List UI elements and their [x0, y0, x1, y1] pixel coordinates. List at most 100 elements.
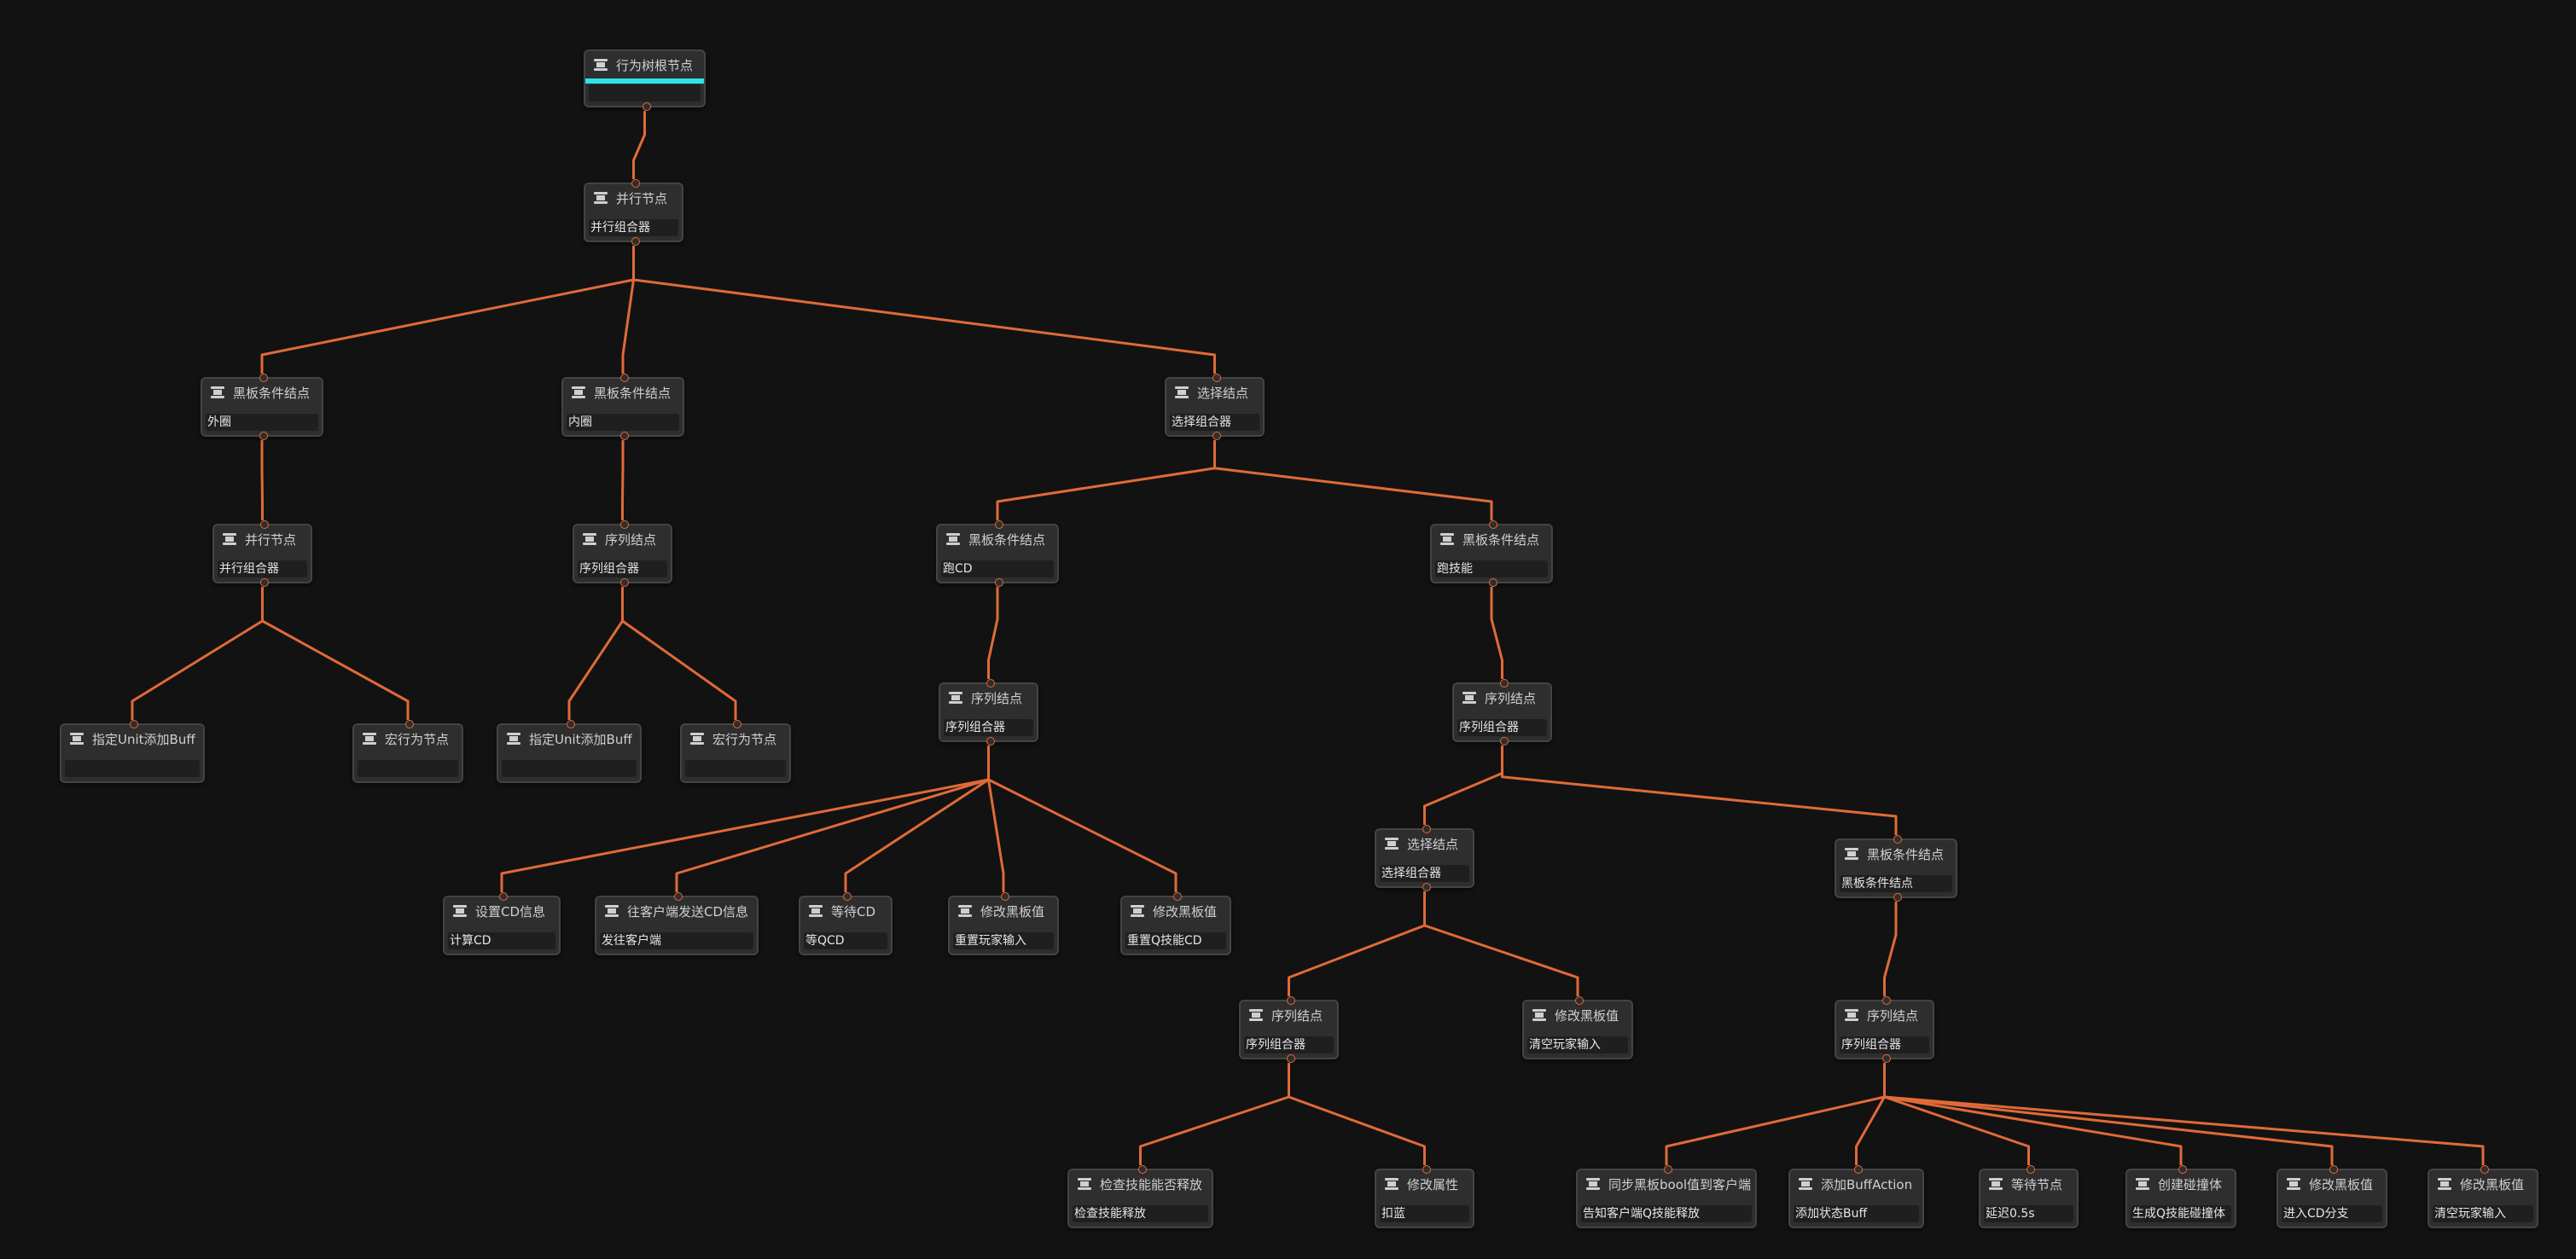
node-value-field[interactable]: 选择组合器: [1380, 865, 1469, 882]
node-value-field[interactable]: 外圈: [206, 414, 318, 431]
tree-node-mod-bb-clear1[interactable]: 修改黑板值清空玩家输入: [1522, 996, 1633, 1059]
node-value-field[interactable]: 序列组合器: [1457, 719, 1547, 736]
input-port[interactable]: [733, 720, 741, 728]
node-value-field[interactable]: 并行组合器: [218, 560, 307, 577]
output-port[interactable]: [986, 737, 995, 746]
output-port[interactable]: [995, 578, 1003, 587]
input-port[interactable]: [1893, 835, 1902, 844]
node-value-field[interactable]: 序列组合器: [1244, 1036, 1334, 1053]
output-port[interactable]: [1212, 432, 1221, 440]
output-port[interactable]: [619, 578, 629, 587]
node-value-field[interactable]: 生成Q技能碰撞体: [2131, 1205, 2231, 1222]
input-port[interactable]: [1575, 996, 1584, 1005]
node-value-field[interactable]: 等QCD: [804, 932, 887, 949]
node-value-field[interactable]: 进入CD分支: [2282, 1205, 2382, 1222]
node-value-field[interactable]: 告知客户端Q技能释放: [1581, 1205, 1752, 1222]
node-value-field[interactable]: 扣蓝: [1380, 1205, 1469, 1222]
tree-node-bb-run-skill[interactable]: 黑板条件结点跑技能: [1430, 520, 1553, 587]
output-port[interactable]: [1881, 1054, 1891, 1063]
node-value-field[interactable]: 检查技能释放: [1073, 1205, 1208, 1222]
tree-node-bb-cond-skill[interactable]: 黑板条件结点黑板条件结点: [1835, 835, 1957, 902]
tree-node-seq-cd[interactable]: 序列结点序列组合器: [939, 679, 1038, 746]
node-value-field[interactable]: 延迟0.5s: [1984, 1205, 2073, 1222]
tree-node-bb-outer[interactable]: 黑板条件结点外圈: [201, 374, 323, 440]
input-port[interactable]: [1422, 825, 1431, 833]
output-port[interactable]: [1499, 737, 1509, 746]
node-value-field[interactable]: 序列组合器: [578, 560, 667, 577]
output-port[interactable]: [1893, 893, 1902, 902]
node-value-field[interactable]: 跑CD: [941, 560, 1054, 577]
input-port[interactable]: [674, 892, 683, 901]
input-port[interactable]: [843, 892, 852, 901]
input-port[interactable]: [2329, 1165, 2338, 1174]
input-port[interactable]: [1853, 1165, 1863, 1174]
tree-node-set-cd[interactable]: 设置CD信息计算CD: [443, 892, 561, 955]
output-port[interactable]: [1489, 578, 1497, 587]
input-port[interactable]: [567, 720, 575, 728]
tree-node-mod-bb-clear2[interactable]: 修改黑板值清空玩家输入: [2428, 1165, 2538, 1228]
tree-node-mod-bb-2[interactable]: 修改黑板值重置Q技能CD: [1120, 892, 1231, 955]
output-port[interactable]: [620, 432, 629, 440]
tree-node-buff-outer[interactable]: 指定Unit添加Buff: [60, 720, 205, 783]
tree-node-mod-attr[interactable]: 修改属性扣蓝: [1375, 1165, 1474, 1228]
tree-node-parallel-main[interactable]: 并行节点并行组合器: [584, 179, 683, 246]
node-value-field[interactable]: 清空玩家输入: [1527, 1036, 1628, 1053]
output-port[interactable]: [1422, 883, 1431, 891]
tree-node-mod-bb-cd[interactable]: 修改黑板值进入CD分支: [2277, 1165, 2387, 1228]
tree-node-macro-outer[interactable]: 宏行为节点: [352, 720, 463, 783]
input-port[interactable]: [1212, 374, 1221, 382]
input-port[interactable]: [1286, 996, 1295, 1005]
input-port[interactable]: [1137, 1165, 1147, 1174]
tree-node-wait-node[interactable]: 等待节点延迟0.5s: [1979, 1165, 2079, 1228]
tree-node-check-release[interactable]: 检查技能能否释放检查技能释放: [1067, 1165, 1213, 1228]
input-port[interactable]: [1499, 679, 1509, 688]
input-port[interactable]: [130, 720, 138, 728]
input-port[interactable]: [620, 374, 629, 382]
input-port[interactable]: [2178, 1165, 2187, 1174]
tree-node-create-collider[interactable]: 创建碰撞体生成Q技能碰撞体: [2125, 1165, 2236, 1228]
output-port[interactable]: [631, 237, 640, 246]
output-port[interactable]: [259, 432, 268, 440]
node-value-field[interactable]: 清空玩家输入: [2433, 1205, 2533, 1222]
tree-node-select-main[interactable]: 选择结点选择组合器: [1165, 374, 1265, 440]
input-port[interactable]: [986, 679, 995, 688]
node-value-field[interactable]: [685, 760, 786, 777]
tree-node-send-cd[interactable]: 往客户端发送CD信息发往客户端: [595, 892, 759, 955]
input-port[interactable]: [499, 892, 508, 901]
node-value-field[interactable]: 添加状态Buff: [1794, 1205, 1919, 1222]
output-port[interactable]: [259, 578, 269, 587]
tree-node-seq-skill[interactable]: 序列结点序列组合器: [1452, 679, 1552, 746]
tree-node-root[interactable]: 行为树根节点: [584, 49, 706, 111]
input-port[interactable]: [1664, 1165, 1672, 1174]
input-port[interactable]: [259, 520, 269, 529]
input-port[interactable]: [1422, 1165, 1431, 1174]
tree-node-mod-bb-1[interactable]: 修改黑板值重置玩家输入: [948, 892, 1059, 955]
tree-node-bb-run-cd[interactable]: 黑板条件结点跑CD: [936, 520, 1059, 587]
node-value-field[interactable]: 序列组合器: [1840, 1036, 1929, 1053]
input-port[interactable]: [1489, 520, 1497, 529]
output-port[interactable]: [1286, 1054, 1295, 1063]
tree-node-macro-inner[interactable]: 宏行为节点: [680, 720, 791, 783]
node-value-field[interactable]: [358, 760, 458, 777]
tree-node-buff-inner[interactable]: 指定Unit添加Buff: [497, 720, 642, 783]
output-port[interactable]: [642, 102, 651, 111]
input-port[interactable]: [1173, 892, 1182, 901]
node-value-field[interactable]: 重置玩家输入: [953, 932, 1054, 949]
node-value-field[interactable]: [502, 760, 637, 777]
tree-node-parallel-outer[interactable]: 并行节点并行组合器: [212, 520, 312, 587]
input-port[interactable]: [619, 520, 629, 529]
node-value-field[interactable]: 黑板条件结点: [1840, 875, 1952, 892]
input-port[interactable]: [259, 374, 268, 382]
input-port[interactable]: [2026, 1165, 2035, 1174]
tree-node-seq-inner[interactable]: 序列结点序列组合器: [573, 520, 672, 587]
input-port[interactable]: [995, 520, 1003, 529]
node-value-field[interactable]: [589, 84, 701, 102]
node-value-field[interactable]: 发往客户端: [600, 932, 753, 949]
node-value-field[interactable]: 选择组合器: [1170, 414, 1259, 431]
node-value-field[interactable]: 跑技能: [1435, 560, 1548, 577]
input-port[interactable]: [405, 720, 414, 728]
tree-node-seq-cast[interactable]: 序列结点序列组合器: [1835, 996, 1934, 1063]
